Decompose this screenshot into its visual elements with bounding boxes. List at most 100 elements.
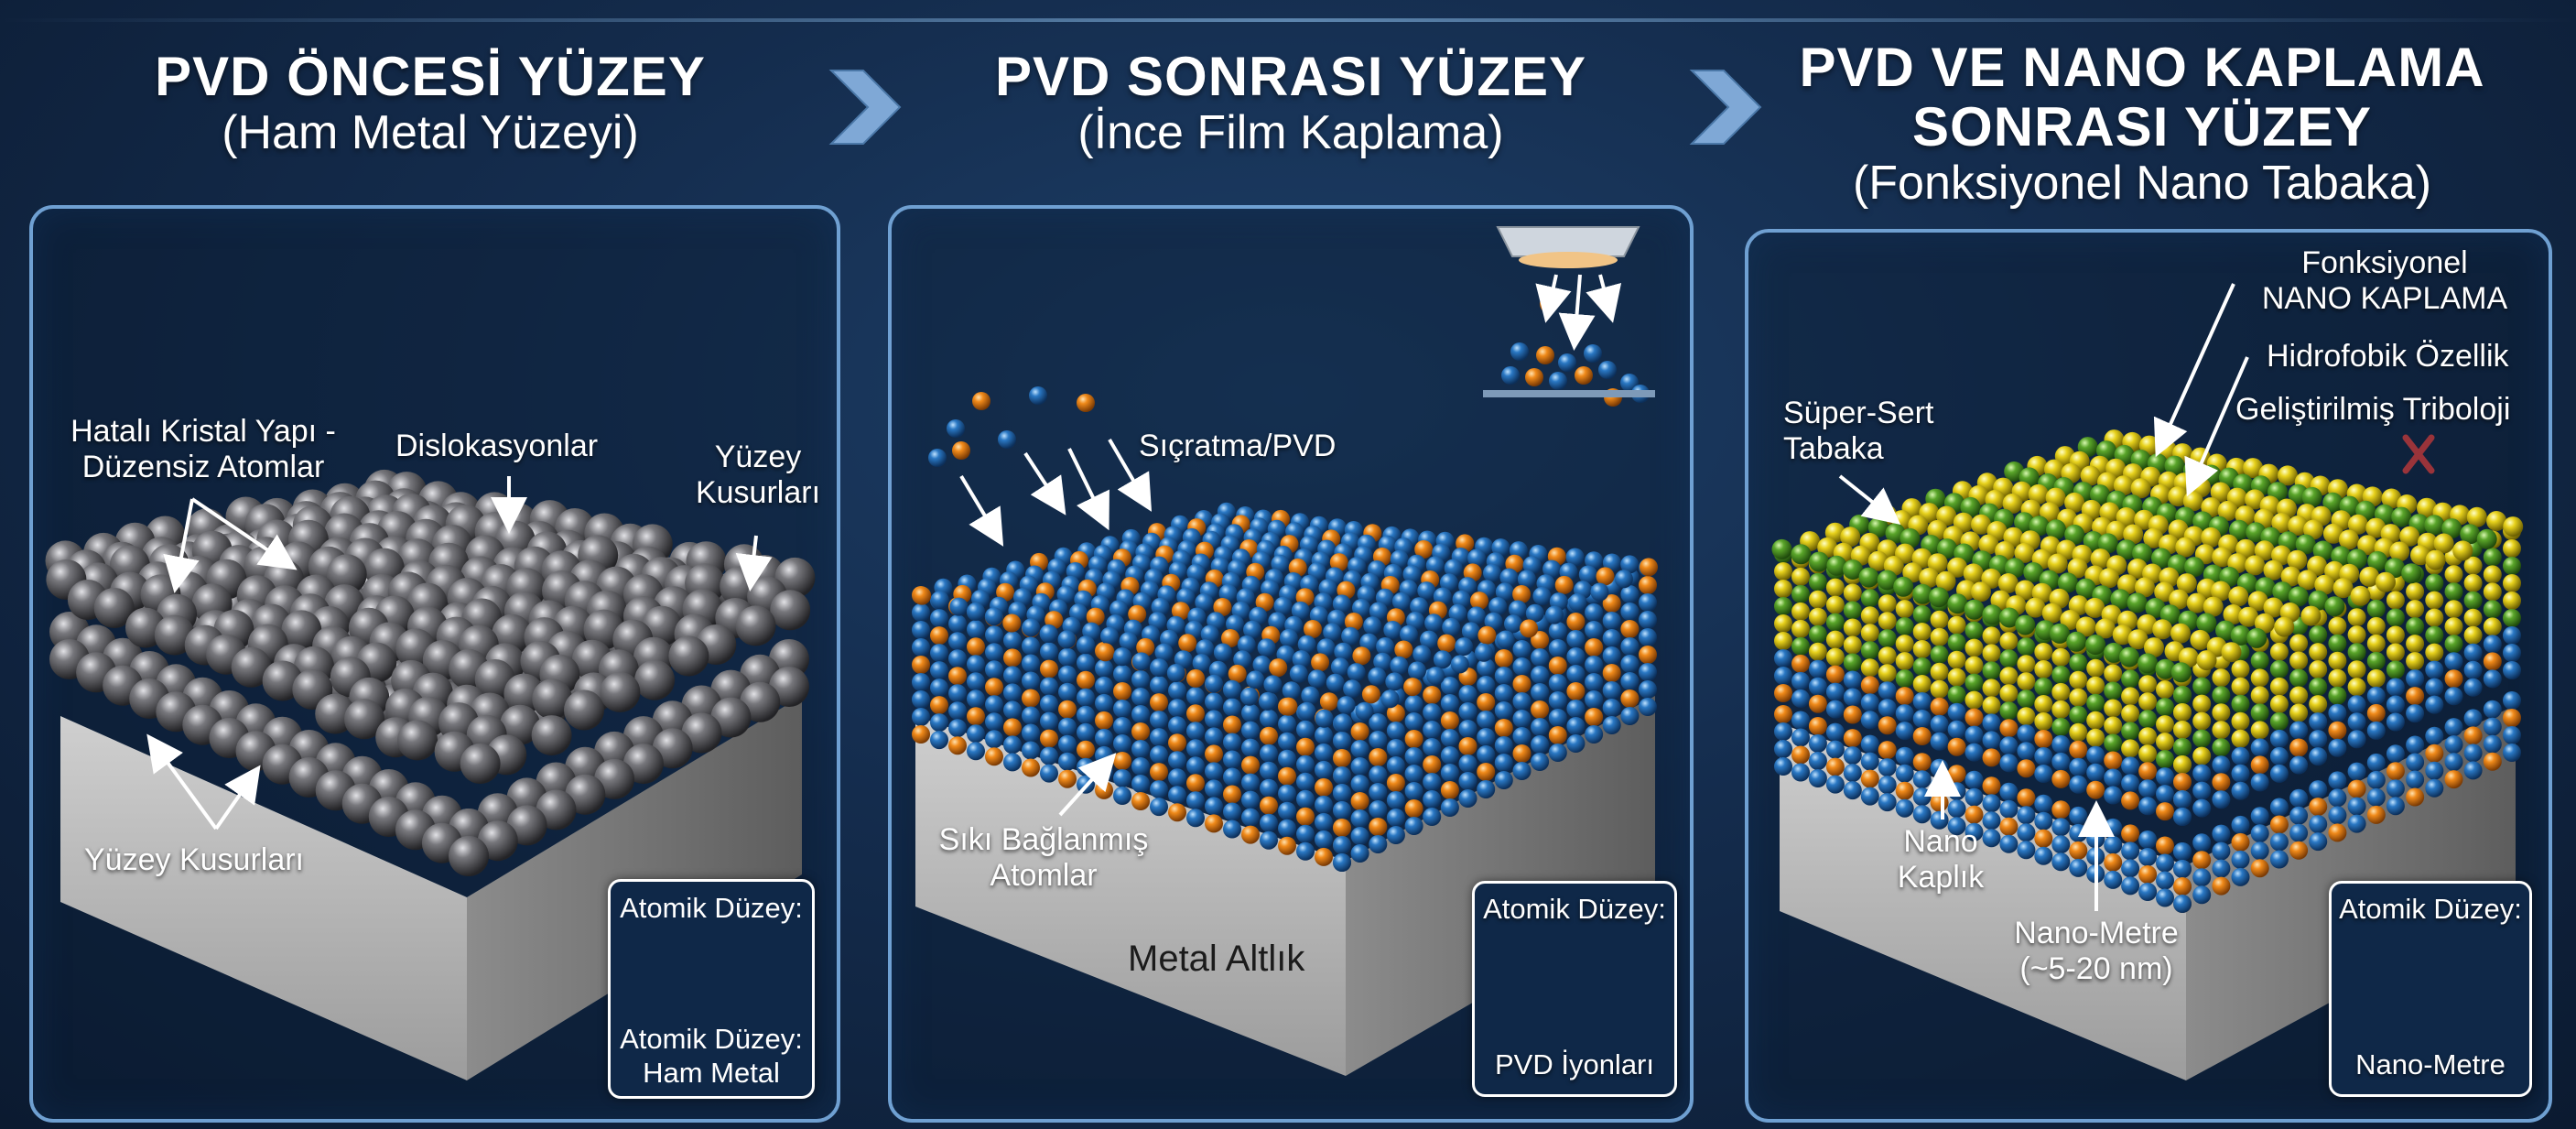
pvd-atom [1423, 790, 1442, 809]
nano-base-atom [2366, 770, 2386, 789]
pvd-atom [1369, 713, 1388, 732]
nano-base-atom [2463, 761, 2483, 780]
pvd-atom [1186, 563, 1206, 582]
pvd-atom [1304, 620, 1322, 638]
nano-atom [2444, 617, 2463, 636]
nano-atom [2287, 549, 2308, 570]
label-hydrophobic: Hidrofobik Özellik [2267, 339, 2509, 374]
nano-atom [1999, 701, 2019, 721]
nano-base-atom [2347, 814, 2366, 833]
nano-atom [1860, 624, 1879, 643]
nano-atom [2289, 721, 2309, 740]
pvd-atom [1205, 814, 1223, 833]
nano-atom [2175, 537, 2196, 558]
nano-atom [2289, 738, 2309, 757]
nano-atom [1982, 644, 2001, 663]
nano-atom [1937, 538, 1957, 559]
pvd-atom [1205, 692, 1223, 711]
nano-atom [2246, 627, 2268, 648]
nano-atom [2231, 764, 2250, 783]
pvd-atom [1113, 787, 1131, 805]
pvd-atom [930, 696, 948, 715]
nano-base-atom [1912, 753, 1932, 772]
pvd-atom [1369, 748, 1388, 766]
pvd-atom [1512, 675, 1532, 693]
pvd-atom [1334, 713, 1353, 733]
pvd-atom [1423, 703, 1442, 722]
pvd-atom [1003, 631, 1022, 650]
pvd-atom [1369, 800, 1388, 819]
pvd-atom [1249, 606, 1268, 625]
pvd-atom [1440, 746, 1459, 765]
pvd-atom [1241, 721, 1260, 740]
nano-base-atom [2250, 824, 2269, 843]
nano-atom [2138, 797, 2158, 816]
nano-atom [1808, 677, 1827, 696]
nano-atom [2231, 746, 2250, 765]
nano-atom [1860, 658, 1879, 678]
pvd-atom [1404, 799, 1423, 818]
nano-atom [2104, 786, 2123, 805]
nano-atom [1825, 700, 1845, 719]
pvd-atom [996, 582, 1015, 602]
pvd-atom [1344, 613, 1363, 631]
nano-atom [2104, 681, 2123, 700]
pvd-atom [1417, 581, 1436, 601]
nano-base-atom [2386, 744, 2405, 764]
pvd-atom [1213, 598, 1232, 616]
pvd-atom [1548, 744, 1567, 762]
pvd-atom [1484, 612, 1503, 631]
nano-atom [2503, 557, 2521, 575]
nano-atom [2463, 591, 2483, 610]
nano-atom [2328, 634, 2347, 653]
nano-base-atom [1982, 829, 2001, 848]
pvd-atom [1258, 691, 1277, 711]
pvd-atom [1602, 612, 1621, 630]
nano-atom [2463, 643, 2483, 662]
column-1-subheading: (Ham Metal Yüzeyi) [222, 105, 639, 159]
pvd-atom [1404, 817, 1423, 835]
pvd-atom [1040, 764, 1058, 783]
pvd-atom [1186, 791, 1205, 810]
nano-atom [2196, 613, 2217, 634]
nano-atom [2034, 678, 2053, 696]
nano-atom [1860, 676, 1879, 695]
nano-atom [1947, 720, 1966, 739]
nano-base-atom [2069, 823, 2088, 842]
nano-base-atom [2034, 829, 2053, 848]
nano-atom [2250, 651, 2269, 670]
pvd-atom [1223, 785, 1241, 804]
nano-base-atom [2269, 832, 2289, 852]
nano-atom [1982, 661, 2001, 680]
nano-atom [2280, 566, 2301, 587]
label-super-hard-line1: Süper-Sert [1783, 396, 1934, 430]
nano-atom [1929, 587, 1949, 608]
nano-base-atom [1895, 746, 1914, 765]
pvd-atom [1512, 727, 1532, 745]
pvd-atom [930, 644, 948, 663]
nano-base-atom [2017, 841, 2036, 860]
raw-metal-atom-layer [45, 469, 816, 876]
nano-base-atom [2017, 788, 2036, 808]
pvd-atom [1131, 652, 1151, 671]
nano-base-atom [1843, 729, 1862, 748]
nano-base-atom [2483, 752, 2502, 771]
nano-atom [1895, 687, 1914, 706]
nano-atom [2064, 524, 2085, 545]
pvd-atom [1174, 650, 1193, 669]
column-2-subheading: (İnce Film Kaplama) [1077, 105, 1504, 159]
pvd-atom [948, 667, 967, 686]
pvd-atom [1495, 582, 1514, 602]
pvd-atom [1494, 667, 1513, 685]
pvd-atom [1369, 731, 1388, 749]
nano-atom [1930, 697, 1949, 716]
pvd-atom [1531, 666, 1550, 684]
nano-atom [1843, 705, 1862, 724]
pvd-atom [1131, 740, 1150, 758]
nano-atom [2231, 677, 2250, 696]
nano-atom [2250, 755, 2269, 775]
nano-atom [2309, 730, 2328, 749]
pvd-atom [1376, 637, 1395, 656]
pvd-atom [1477, 693, 1496, 711]
pvd-atom [1425, 556, 1445, 575]
